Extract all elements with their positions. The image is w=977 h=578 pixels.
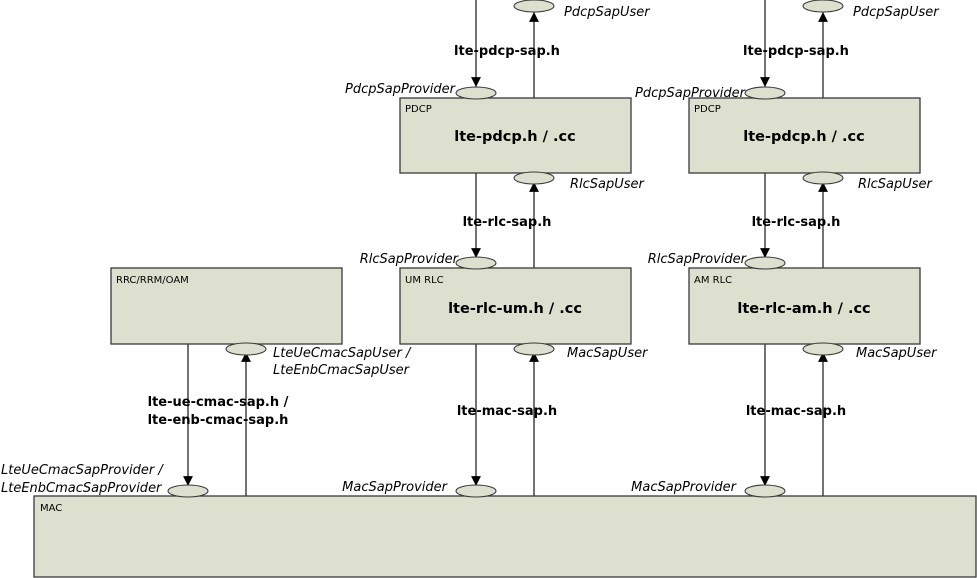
rlc-um-block-tag: UM RLC xyxy=(405,275,444,286)
pdcp-block-2-title: lte-pdcp.h / .cc xyxy=(743,129,864,145)
rlc-sap-user-2-label: RlcSapUser xyxy=(858,177,934,192)
rlc-sap-user-1-label: RlcSapUser xyxy=(570,177,646,192)
pdcp-sap-user-2-port xyxy=(802,0,844,13)
rlc-am-block: AM RLC lte-rlc-am.h / .cc xyxy=(688,267,921,345)
mac-block: MAC xyxy=(33,495,977,578)
cmac-sap-user-port xyxy=(225,342,267,356)
mac-sap-user-2-label: MacSapUser xyxy=(856,346,938,361)
pdcp-sap-header-1: lte-pdcp-sap.h xyxy=(454,44,560,59)
rlc-sap-provider-2-port xyxy=(744,256,786,270)
rrc-block-tag: RRC/RRM/OAM xyxy=(116,275,189,286)
cmac-sap-user-label-line2: LteEnbCmacSapUser xyxy=(273,363,411,378)
rlc-am-block-title: lte-rlc-am.h / .cc xyxy=(737,301,870,317)
pdcp-block-1-tag: PDCP xyxy=(405,104,432,115)
pdcp-block-1-title: lte-pdcp.h / .cc xyxy=(454,129,575,145)
pdcp-sap-user-1-port xyxy=(513,0,555,13)
cmac-sap-provider-port xyxy=(167,484,209,498)
mac-sap-provider-1-label: MacSapProvider xyxy=(342,480,448,495)
mac-sap-provider-2-port xyxy=(744,484,786,498)
rlc-sap-header-2: lte-rlc-sap.h xyxy=(752,215,841,230)
rlc-sap-user-2-port xyxy=(802,171,844,185)
rrc-block: RRC/RRM/OAM xyxy=(110,267,343,345)
mac-sap-user-1-port xyxy=(513,342,555,356)
cmac-sap-provider-label-line2: LteEnbCmacSapProvider xyxy=(1,481,163,496)
cmac-sap-provider-label-line1: LteUeCmacSapProvider / xyxy=(1,463,164,478)
rlc-sap-header-1: lte-rlc-sap.h xyxy=(463,215,552,230)
rlc-um-block-title: lte-rlc-um.h / .cc xyxy=(448,301,582,317)
rlc-sap-user-1-port xyxy=(513,171,555,185)
rlc-sap-provider-1-port xyxy=(455,256,497,270)
mac-sap-header-1: lte-mac-sap.h xyxy=(457,404,557,419)
rlc-sap-provider-1-label: RlcSapProvider xyxy=(360,252,460,267)
pdcp-sap-header-2: lte-pdcp-sap.h xyxy=(743,44,849,59)
pdcp-sap-provider-2-label: PdcpSapProvider xyxy=(635,86,747,101)
pdcp-sap-provider-2-port xyxy=(744,86,786,100)
pdcp-sap-provider-1-label: PdcpSapProvider xyxy=(345,82,457,97)
cmac-sap-header-line2: lte-enb-cmac-sap.h xyxy=(148,413,289,428)
pdcp-sap-user-1-label: PdcpSapUser xyxy=(564,5,651,20)
mac-block-tag: MAC xyxy=(40,503,62,514)
cmac-sap-user-label-line1: LteUeCmacSapUser / xyxy=(273,346,412,361)
mac-sap-provider-2-label: MacSapProvider xyxy=(631,480,737,495)
rlc-sap-provider-2-label: RlcSapProvider xyxy=(648,252,748,267)
cmac-sap-header-line1: lte-ue-cmac-sap.h / xyxy=(148,395,289,410)
pdcp-block-2-tag: PDCP xyxy=(694,104,721,115)
rlc-um-block: UM RLC lte-rlc-um.h / .cc xyxy=(399,267,632,345)
pdcp-block-1: PDCP lte-pdcp.h / .cc xyxy=(399,97,632,174)
mac-sap-user-1-label: MacSapUser xyxy=(567,346,649,361)
mac-sap-user-2-port xyxy=(802,342,844,356)
rlc-am-block-tag: AM RLC xyxy=(694,275,732,286)
pdcp-sap-provider-1-port xyxy=(455,86,497,100)
mac-sap-header-2: lte-mac-sap.h xyxy=(746,404,846,419)
pdcp-block-2: PDCP lte-pdcp.h / .cc xyxy=(688,97,921,174)
mac-sap-provider-1-port xyxy=(455,484,497,498)
pdcp-sap-user-2-label: PdcpSapUser xyxy=(853,5,940,20)
